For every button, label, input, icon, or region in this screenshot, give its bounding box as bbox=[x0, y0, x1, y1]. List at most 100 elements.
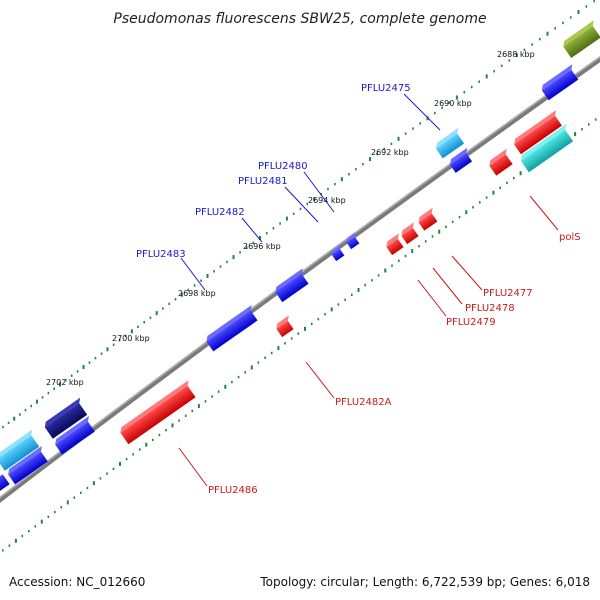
outer-tick bbox=[252, 241, 255, 244]
outer-tick bbox=[355, 168, 357, 171]
inner-tick bbox=[197, 404, 200, 409]
gene-forward-top-right[interactable] bbox=[540, 64, 582, 101]
position-label-2696: 2696 kbp bbox=[243, 242, 281, 251]
gene-reverse-red-a[interactable] bbox=[512, 110, 565, 155]
inner-tick bbox=[411, 249, 414, 254]
outer-tick bbox=[259, 236, 261, 240]
reverse-genes bbox=[118, 110, 577, 445]
gene-reverse-pflu2479[interactable] bbox=[384, 233, 407, 256]
label-pflu2479[interactable]: PFLU2479 bbox=[446, 317, 496, 328]
outer-tick bbox=[47, 391, 50, 395]
outer-tick bbox=[174, 298, 177, 301]
gene-reverse-pflu2482a[interactable] bbox=[274, 315, 297, 338]
outer-tick bbox=[500, 64, 503, 67]
inner-tick bbox=[451, 220, 454, 224]
outer-tick bbox=[41, 396, 44, 399]
label-pflu2482[interactable]: PFLU2482 bbox=[195, 207, 245, 218]
leader-pflu2480 bbox=[303, 171, 335, 213]
gene-reverse-pols[interactable] bbox=[519, 124, 577, 173]
outer-tick bbox=[593, 0, 595, 3]
outer-tick bbox=[546, 31, 549, 36]
footer-accession: Accession: NC_012660 bbox=[9, 575, 145, 589]
outer-tick bbox=[523, 48, 526, 51]
outer-tick bbox=[306, 202, 309, 206]
gene-forward-left-blue-b[interactable] bbox=[6, 446, 51, 485]
outer-tick bbox=[219, 265, 222, 268]
inner-tick bbox=[574, 132, 577, 137]
gene-reverse-red-b[interactable] bbox=[487, 148, 516, 176]
outer-tick bbox=[419, 122, 421, 125]
inner-tick bbox=[178, 419, 180, 422]
inner-tick bbox=[191, 409, 194, 413]
leader-pflu2475 bbox=[403, 93, 441, 131]
leader-pflu2481 bbox=[284, 186, 319, 223]
label-pflu2478[interactable]: PFLU2478 bbox=[465, 303, 515, 314]
outer-tick bbox=[187, 288, 189, 292]
inner-tick bbox=[54, 510, 56, 514]
inner-tick bbox=[418, 245, 420, 248]
inner-tick bbox=[2, 549, 4, 552]
outer-tick bbox=[292, 212, 295, 215]
outer-tick bbox=[539, 37, 541, 41]
outer-tick bbox=[180, 292, 183, 297]
position-label-2692: 2692 kbp bbox=[371, 148, 409, 157]
inner-tick bbox=[211, 395, 213, 398]
label-pflu2480[interactable]: PFLU2480 bbox=[258, 161, 308, 172]
inner-tick bbox=[184, 414, 187, 417]
outer-tick bbox=[272, 227, 275, 230]
gene-reverse-pflu2486[interactable] bbox=[118, 380, 199, 445]
inner-tick bbox=[513, 176, 515, 180]
outer-tick bbox=[19, 413, 21, 416]
gene-forward-navy[interactable] bbox=[42, 397, 90, 439]
gene-forward-left-blue-a[interactable] bbox=[53, 416, 98, 455]
outer-tick bbox=[88, 361, 91, 364]
label-pflu2477[interactable]: PFLU2477 bbox=[483, 288, 533, 299]
inner-tick bbox=[231, 380, 233, 384]
label-pflu2486[interactable]: PFLU2486 bbox=[208, 485, 258, 496]
outer-tick bbox=[59, 382, 61, 387]
inner-tick bbox=[351, 293, 353, 296]
label-pflu2483[interactable]: PFLU2483 bbox=[136, 249, 186, 260]
gene-forward-pflu2480[interactable] bbox=[345, 232, 362, 250]
gene-reverse-pflu2478[interactable] bbox=[399, 222, 422, 245]
inner-tick bbox=[492, 190, 495, 195]
footer-topology: Topology: circular; Length: 6,722,539 bp… bbox=[259, 575, 590, 589]
label-pflu2481[interactable]: PFLU2481 bbox=[238, 176, 288, 187]
outer-tick bbox=[455, 95, 458, 100]
gene-forward-olive[interactable] bbox=[561, 20, 600, 59]
inner-tick bbox=[438, 229, 441, 234]
inner-tick bbox=[297, 332, 300, 335]
outer-tick bbox=[149, 316, 152, 319]
inner-tick bbox=[66, 500, 69, 505]
inner-tick bbox=[304, 326, 306, 331]
inner-tick bbox=[270, 351, 273, 355]
outer-tick bbox=[348, 173, 350, 176]
gene-forward-pflu2481[interactable] bbox=[330, 244, 347, 262]
inner-tick bbox=[106, 472, 108, 475]
outer-tick bbox=[577, 10, 580, 14]
leader-pflu2477 bbox=[451, 255, 483, 291]
gene-forward-pflu2482[interactable] bbox=[273, 268, 312, 303]
outer-tick bbox=[245, 246, 248, 249]
outer-tick bbox=[213, 270, 215, 273]
gene-forward-2476[interactable] bbox=[448, 147, 476, 173]
gene-reverse-pflu2477[interactable] bbox=[416, 207, 440, 231]
inner-tick bbox=[377, 274, 380, 277]
inner-tick bbox=[92, 481, 95, 486]
inner-tick bbox=[119, 461, 121, 466]
gene-forward-pflu2483[interactable] bbox=[204, 305, 261, 352]
gene-forward-left-lightblue[interactable] bbox=[0, 429, 42, 471]
inner-tick bbox=[165, 429, 167, 432]
inner-tick bbox=[217, 390, 220, 393]
inner-tick bbox=[277, 346, 280, 351]
gene-forward-pflu2475[interactable] bbox=[434, 128, 468, 159]
inner-tick bbox=[152, 438, 154, 442]
outer-tick bbox=[13, 416, 16, 421]
label-pflu2475[interactable]: PFLU2475 bbox=[361, 83, 411, 94]
label-pols[interactable]: polS bbox=[559, 232, 581, 243]
inner-tick bbox=[364, 283, 366, 287]
label-pflu2482a[interactable]: PFLU2482A bbox=[335, 397, 392, 408]
inner-tick bbox=[424, 240, 427, 243]
gene-forward-left-edge[interactable] bbox=[0, 474, 10, 496]
